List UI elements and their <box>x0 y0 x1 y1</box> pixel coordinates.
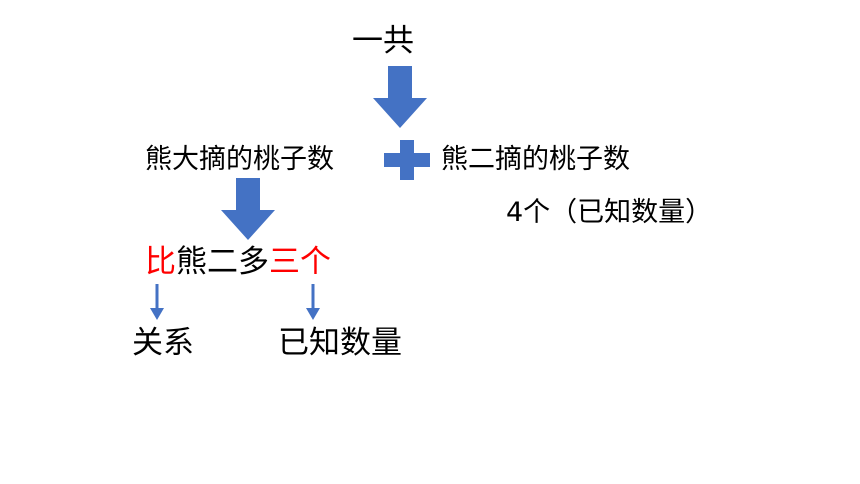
relation-sentence: 比熊二多三个 <box>145 247 331 278</box>
relation-subject: 熊二多 <box>176 244 269 280</box>
plus-icon <box>384 140 430 180</box>
down-arrow-icon <box>373 66 427 128</box>
part-b-label: 熊二摘的桃子数 <box>441 144 630 175</box>
part-b-note: 4个（已知数量） <box>506 197 713 228</box>
annotation-relation: 关系 <box>132 325 194 361</box>
down-arrow-icon <box>221 178 275 240</box>
relation-amount: 三个 <box>269 244 331 280</box>
compare-word: 比 <box>145 244 176 280</box>
total-label: 一共 <box>352 23 414 59</box>
annotation-known: 已知数量 <box>278 325 402 361</box>
part-a-label: 熊大摘的桃子数 <box>145 144 334 175</box>
down-arrow-icon <box>306 284 320 320</box>
down-arrow-icon <box>150 284 164 320</box>
